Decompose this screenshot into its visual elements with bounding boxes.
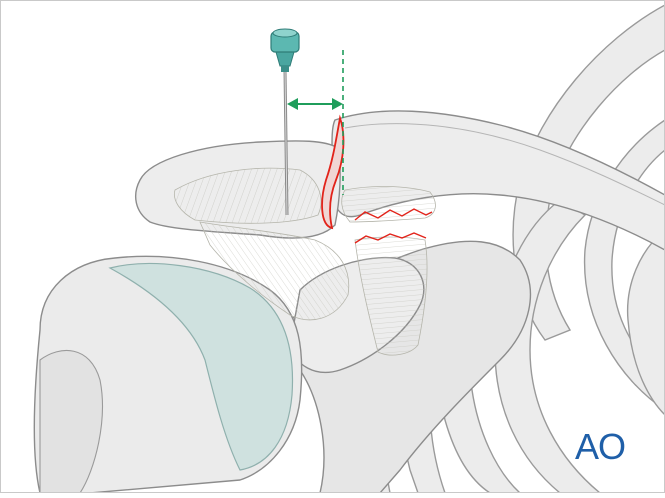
conoid-ligament bbox=[354, 236, 428, 356]
logo-text: AO bbox=[574, 426, 626, 467]
acromioclavicular-ligament bbox=[173, 167, 322, 224]
double-arrow-icon bbox=[287, 98, 343, 110]
ac-joint-outline bbox=[321, 114, 345, 230]
trapezoid-ligament bbox=[341, 186, 436, 223]
fracture-line bbox=[354, 232, 427, 244]
coracoacromial-ligament bbox=[199, 221, 350, 321]
rib-3 bbox=[626, 229, 665, 416]
humerus-neck bbox=[39, 349, 103, 494]
fracture-line bbox=[354, 208, 433, 221]
clavicle-edge bbox=[344, 123, 665, 206]
ao-logo: AO bbox=[574, 426, 626, 467]
fracture-lines bbox=[354, 208, 433, 244]
humeral-cartilage bbox=[108, 262, 294, 471]
needle-icon bbox=[270, 28, 300, 216]
